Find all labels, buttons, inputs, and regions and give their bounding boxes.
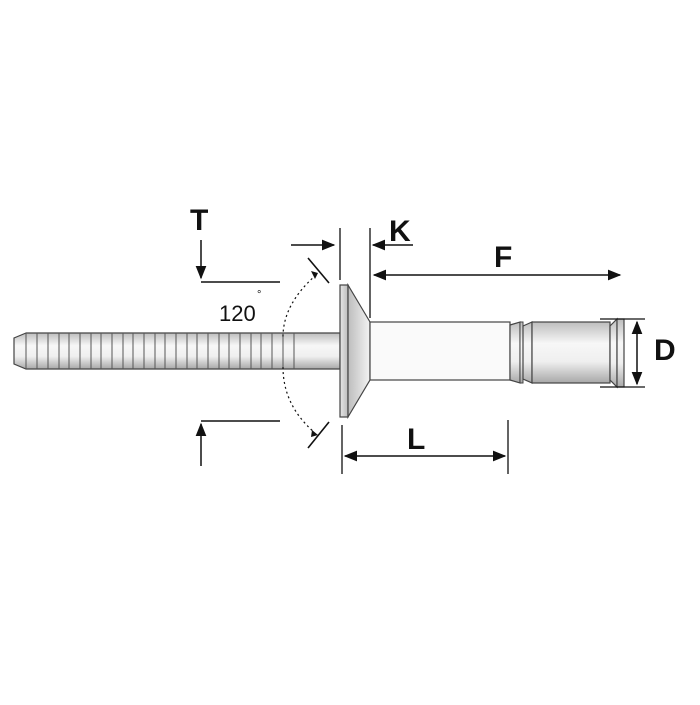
label-F: F bbox=[494, 241, 513, 274]
mandrel-head bbox=[519, 317, 625, 389]
mandrel bbox=[13, 332, 341, 370]
extension-lines bbox=[339, 228, 645, 474]
angle-120-arc bbox=[282, 257, 330, 449]
label-T: T bbox=[190, 204, 209, 237]
label-D: D bbox=[654, 334, 676, 367]
label-K: K bbox=[389, 215, 411, 248]
label-angle: 120 bbox=[219, 301, 256, 326]
dimension-T bbox=[195, 239, 336, 466]
degree-symbol: ° bbox=[257, 289, 262, 301]
label-L: L bbox=[407, 423, 426, 456]
mandrel-grooves bbox=[25, 333, 295, 369]
rivet-head bbox=[339, 282, 371, 420]
rivet-sleeve bbox=[369, 321, 521, 384]
